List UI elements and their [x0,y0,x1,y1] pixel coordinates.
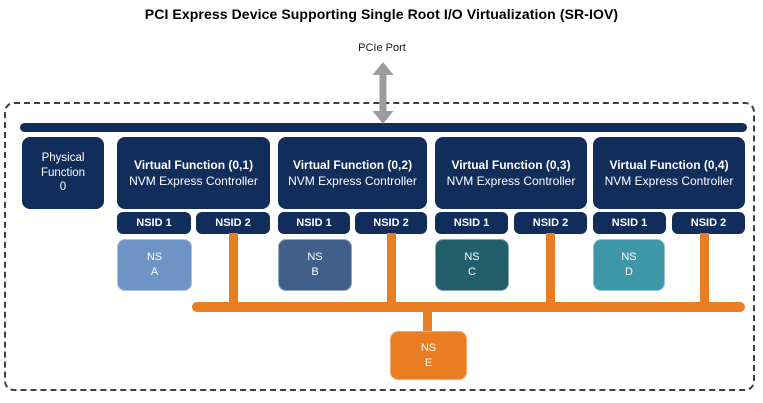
vf4-nsid1-label: NSID 1 [611,217,648,229]
vf3-nsid1-box: NSID 1 [435,212,508,234]
namespace-a-box: NS A [117,239,192,291]
vf1-nsid2-connector [229,233,238,310]
vf4-nsid2-box: NSID 2 [672,212,745,234]
virtual-function-2-subtitle: NVM Express Controller [288,174,417,188]
virtual-function-box-2: Virtual Function (0,2) NVM Express Contr… [278,137,427,209]
vf3-nsid2-box: NSID 2 [514,212,587,234]
virtual-function-box-4: Virtual Function (0,4) NVM Express Contr… [593,137,745,209]
diagram-title: PCI Express Device Supporting Single Roo… [144,6,619,22]
vf1-nsid2-label: NSID 2 [215,217,251,229]
vf1-nsid2-box: NSID 2 [196,212,270,234]
namespace-e-connector [423,310,432,333]
vf2-nsid2-connector [387,233,396,310]
vf2-nsid2-box: NSID 2 [355,212,427,234]
pcie-port-arrow-icon [372,62,394,124]
virtual-function-4-subtitle: NVM Express Controller [604,174,734,188]
virtual-function-1-subtitle: NVM Express Controller [129,174,258,188]
vf4-nsid1-box: NSID 1 [593,212,666,234]
virtual-function-box-1: Virtual Function (0,1) NVM Express Contr… [117,137,270,209]
shared-namespace-bus [192,302,745,312]
vf2-nsid1-label: NSID 1 [296,217,332,229]
physical-function-box: Physical Function 0 [22,137,104,209]
namespace-e-label: NS E [420,341,437,369]
virtual-function-3-title: Virtual Function (0,3) [451,157,571,172]
vf4-nsid2-label: NSID 2 [690,217,727,229]
namespace-b-label: NS B [307,251,323,278]
physical-function-label: Physical Function 0 [40,151,86,194]
virtual-function-3-subtitle: NVM Express Controller [446,174,576,188]
vf1-nsid1-label: NSID 1 [136,217,172,229]
virtual-function-2-title: Virtual Function (0,2) [292,157,413,172]
vf1-nsid1-box: NSID 1 [117,212,191,234]
pcie-port-label: PCIe Port [358,42,406,54]
virtual-function-box-3: Virtual Function (0,3) NVM Express Contr… [435,137,587,209]
namespace-d-box: NS D [593,239,665,291]
namespace-c-label: NS C [464,251,480,278]
namespace-d-label: NS D [621,251,637,278]
vf3-nsid2-label: NSID 2 [532,217,569,229]
virtual-function-1-title: Virtual Function (0,1) [133,157,254,172]
namespace-c-box: NS C [435,239,509,291]
namespace-e-box: NS E [390,331,467,380]
vf3-nsid1-label: NSID 1 [453,217,490,229]
vf2-nsid2-label: NSID 2 [373,217,409,229]
internal-pcie-bus-bar [20,123,747,132]
vf4-nsid2-connector [700,233,709,310]
vf3-nsid2-connector [546,233,555,310]
namespace-a-label: NS A [146,251,163,278]
virtual-function-4-title: Virtual Function (0,4) [609,157,729,172]
namespace-b-box: NS B [278,239,352,291]
vf2-nsid1-box: NSID 1 [278,212,350,234]
